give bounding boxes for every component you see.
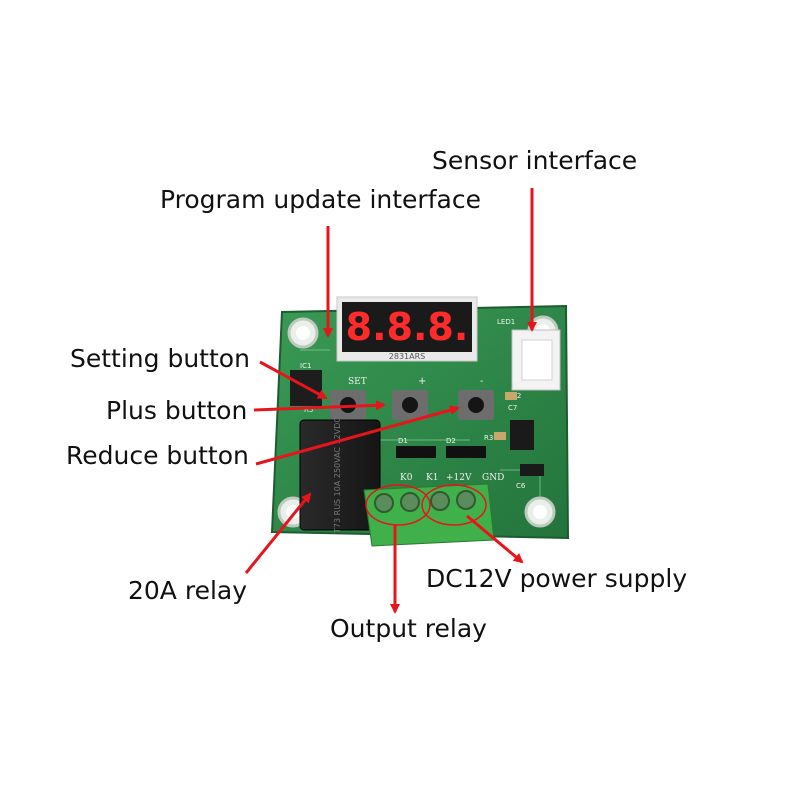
sensor-interface-label: Sensor interface: [432, 148, 637, 173]
svg-text:IC1: IC1: [300, 362, 311, 370]
relay-marking: T73 RUS 10A 250VAC 12VDC: [333, 417, 342, 534]
setting-button-label: Setting button: [70, 346, 250, 371]
svg-text:C6: C6: [516, 482, 526, 490]
program-update-interface-label: Program update interface: [160, 187, 481, 212]
terminal-12v-label: +12V: [446, 473, 472, 483]
reduce-button-label: Reduce button: [66, 443, 249, 468]
led-display: 8.8.8. 2831ARS: [337, 297, 477, 361]
led-label: LED1: [497, 318, 515, 326]
svg-text:D1: D1: [398, 437, 408, 445]
svg-text:R2: R2: [512, 382, 521, 390]
set-mark: SET: [348, 377, 367, 387]
reduce-button-part: [458, 390, 494, 420]
svg-text:C7: C7: [508, 404, 517, 412]
plus-mark: +: [418, 376, 426, 387]
terminal-gnd-label: GND: [482, 473, 504, 483]
display-part-number: 2831ARS: [389, 352, 425, 361]
plus-button-label: Plus button: [106, 398, 247, 423]
output-relay-label: Output relay: [330, 616, 487, 641]
svg-text:R3: R3: [484, 434, 493, 442]
power-supply-label: DC12V power supply: [426, 566, 687, 591]
minus-mark: -: [480, 376, 483, 387]
terminal-k0-label: K0: [400, 473, 413, 483]
relay-20a-label: 20A relay: [128, 578, 247, 603]
terminal-k1-label: K1: [426, 473, 438, 483]
plus-button-part: [392, 390, 428, 420]
svg-text:D2: D2: [446, 437, 456, 445]
display-digits: 8.8.8.: [346, 305, 469, 349]
